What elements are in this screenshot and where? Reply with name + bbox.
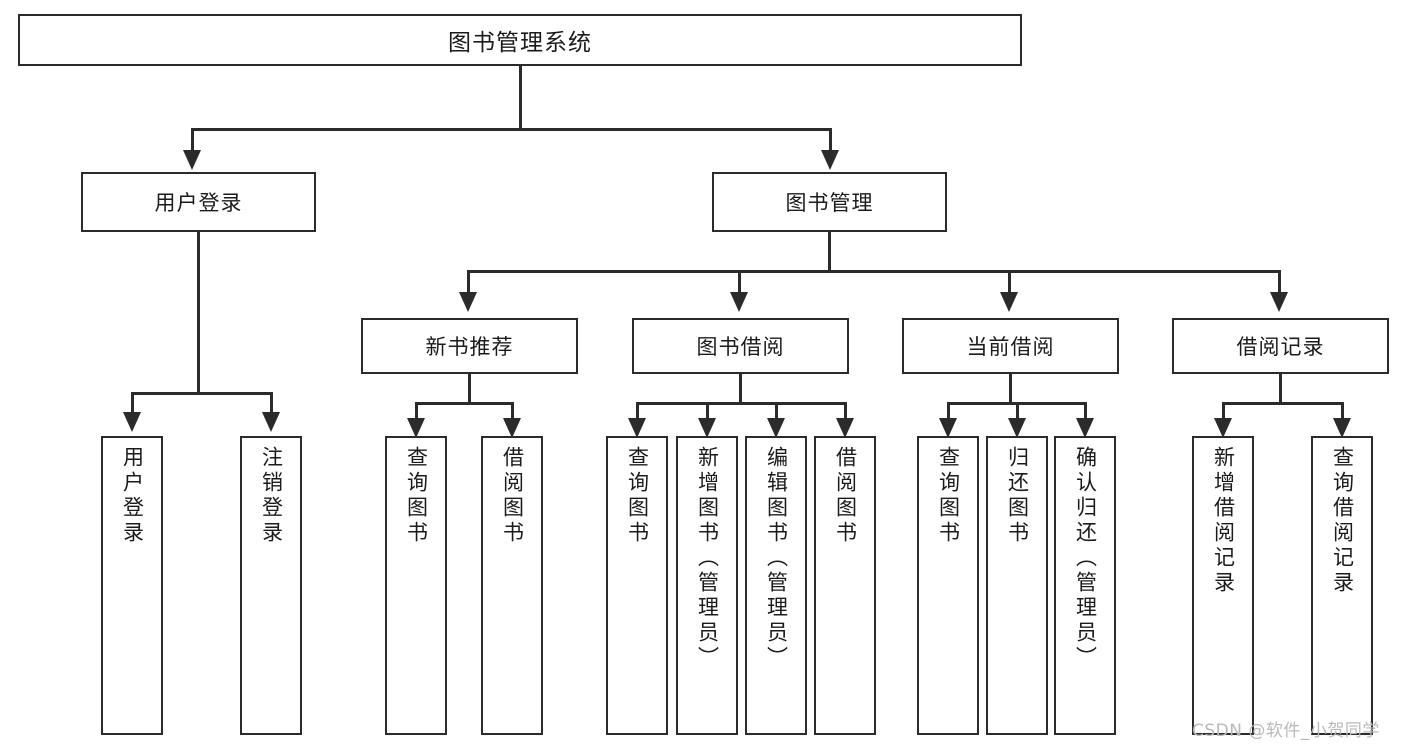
node-label: 查询借阅记录 [1330,446,1355,596]
node-label: 查询图书 [625,446,650,546]
node-label: 新书推荐 [425,335,514,359]
node-label: 新增借阅记录 [1211,446,1236,596]
leaf-borrow-book-2[interactable]: 借阅图书 [814,436,876,735]
node-book-borrow[interactable]: 图书借阅 [632,318,849,374]
leaf-query-book-3[interactable]: 查询图书 [917,436,979,735]
connector-book-management-bus [467,270,1281,273]
node-label: 注销登录 [259,446,284,546]
node-label: 确认归还（管理员） [1073,446,1098,671]
connector-cb-to-leaf-2 [1016,402,1019,420]
arrowhead-br-to-leaf-2 [1333,418,1351,438]
arrowhead-root-to-user-login [183,150,201,170]
node-label: 借阅图书 [500,446,525,546]
connector-nbr-to-leaf-2 [511,402,514,420]
arrowhead-nbr-to-leaf-1 [407,418,425,438]
arrowhead-nbr-to-leaf-2 [503,418,521,438]
leaf-edit-book[interactable]: 编辑图书（管理员） [745,436,807,735]
arrowhead-cb-to-leaf-2 [1008,418,1026,438]
arrowhead-bb-to-leaf-1 [628,418,646,438]
connector-root-bus [191,128,832,131]
node-label: 图书管理 [785,191,874,215]
connector-borrow-record-stem [1279,374,1282,402]
arrowhead-bb-to-leaf-4 [836,418,854,438]
arrowhead-bm-to-borrow-record [1270,292,1288,312]
leaf-query-book-2[interactable]: 查询图书 [606,436,668,735]
node-user-login[interactable]: 用户登录 [81,172,316,232]
node-root-book-management-system[interactable]: 图书管理系统 [18,14,1022,66]
node-book-management[interactable]: 图书管理 [712,172,947,232]
node-label: 用户登录 [154,191,243,215]
connector-bb-to-leaf-2 [706,402,709,420]
leaf-return-book[interactable]: 归还图书 [986,436,1048,735]
leaf-add-record[interactable]: 新增借阅记录 [1192,436,1254,735]
connector-root-to-user-login [191,128,194,152]
connector-br-to-leaf-2 [1341,402,1344,420]
arrowhead-cb-to-leaf-1 [939,418,957,438]
leaf-borrow-book-1[interactable]: 借阅图书 [481,436,543,735]
node-current-borrow[interactable]: 当前借阅 [902,318,1119,374]
node-label: 新增图书（管理员） [695,446,720,671]
arrowhead-user-login-to-leaf-1 [123,412,141,432]
connector-borrow-record-bus [1222,402,1342,405]
connector-bb-to-leaf-4 [844,402,847,420]
connector-root-to-book-management [829,128,832,152]
node-label: 归还图书 [1005,446,1030,546]
node-label: 当前借阅 [966,335,1055,359]
connector-user-login-to-leaf-1 [131,392,134,414]
node-label: 编辑图书（管理员） [764,446,789,671]
leaf-add-book[interactable]: 新增图书（管理员） [676,436,738,735]
arrowhead-bm-to-new-book-recommend [459,292,477,312]
connector-new-book-recommend-stem [468,374,471,402]
connector-book-borrow-bus [636,402,845,405]
node-label: 查询图书 [404,446,429,546]
arrowhead-root-to-book-management [821,150,839,170]
connector-current-borrow-stem [1009,374,1012,402]
connector-bm-to-borrow-record [1278,270,1281,294]
connector-bm-to-book-borrow [738,270,741,294]
connector-br-to-leaf-1 [1222,402,1225,420]
connector-bm-to-current-borrow [1008,270,1011,294]
connector-cb-to-leaf-3 [1084,402,1087,420]
connector-book-borrow-stem [739,374,742,402]
connector-user-login-bus [131,392,270,395]
node-label: 图书借阅 [696,335,785,359]
arrowhead-user-login-to-leaf-2 [262,412,280,432]
connector-bb-to-leaf-3 [775,402,778,420]
arrowhead-bb-to-leaf-2 [698,418,716,438]
connector-bb-to-leaf-1 [636,402,639,420]
arrowhead-cb-to-leaf-3 [1076,418,1094,438]
leaf-user-login[interactable]: 用户登录 [101,436,163,735]
leaf-query-record[interactable]: 查询借阅记录 [1311,436,1373,735]
connector-book-management-stem [828,232,831,270]
connector-cb-to-leaf-1 [947,402,950,420]
arrowhead-bb-to-leaf-3 [767,418,785,438]
arrowhead-br-to-leaf-1 [1214,418,1232,438]
node-label: 用户登录 [120,446,145,546]
node-label: 查询图书 [936,446,961,546]
arrowhead-bm-to-book-borrow [730,292,748,312]
connector-new-book-recommend-bus [415,402,513,405]
leaf-logout-login[interactable]: 注销登录 [240,436,302,735]
node-label: 图书管理系统 [448,30,592,56]
connector-user-login-stem [197,232,200,392]
arrowhead-bm-to-current-borrow [1000,292,1018,312]
node-borrow-record[interactable]: 借阅记录 [1172,318,1389,374]
csdn-watermark: CSDN @软件_小贺同学 [1192,721,1380,741]
leaf-confirm-return[interactable]: 确认归还（管理员） [1054,436,1116,735]
leaf-query-book-1[interactable]: 查询图书 [385,436,447,735]
connector-nbr-to-leaf-1 [415,402,418,420]
node-label: 借阅图书 [833,446,858,546]
connector-user-login-to-leaf-2 [270,392,273,414]
node-label: 借阅记录 [1236,335,1325,359]
connector-root-stem [519,66,522,128]
node-new-book-recommend[interactable]: 新书推荐 [361,318,578,374]
connector-bm-to-new-book-recommend [467,270,470,294]
